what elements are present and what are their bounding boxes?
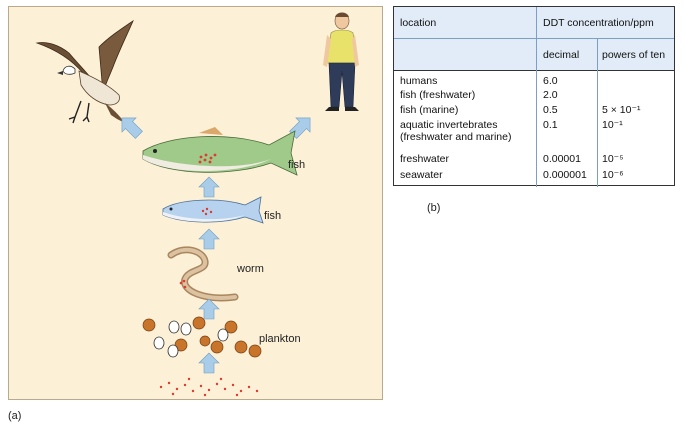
row-location: fish (marine) <box>400 104 459 116</box>
food-chain-illustration <box>35 12 359 397</box>
plankton-icon <box>142 316 262 358</box>
worm-icon <box>167 246 239 302</box>
row-location-detail: (freshwater and marine) <box>400 131 512 143</box>
arrow-up-icon <box>198 176 220 198</box>
ddt-concentration-table: location DDT concentration/ppm decimal p… <box>393 6 675 187</box>
row-decimal: 0.1 <box>543 119 558 131</box>
plankton-label: plankton <box>259 333 301 345</box>
arrow-up-icon <box>198 228 220 250</box>
row-power: 5 × 10⁻¹ <box>602 104 641 116</box>
large-fish-icon <box>142 127 298 176</box>
fish-small-label: fish <box>264 210 282 222</box>
row-decimal: 0.5 <box>543 104 558 116</box>
table-header-row <box>394 7 674 39</box>
header-decimal: decimal <box>543 49 580 61</box>
human-icon <box>323 12 359 111</box>
row-decimal: 2.0 <box>543 89 558 101</box>
column-divider <box>536 7 537 187</box>
header-concentration: DDT concentration/ppm <box>543 17 654 29</box>
row-decimal: 6.0 <box>543 75 558 87</box>
small-fish-icon <box>162 196 264 224</box>
food-chain-panel: fish fish worm plankton <box>8 6 383 400</box>
caption-b: (b) <box>427 202 441 214</box>
eagle-icon <box>35 19 134 124</box>
row-location: humans <box>400 75 438 87</box>
worm-label: worm <box>237 263 264 275</box>
row-location: seawater <box>400 169 443 181</box>
arrow-up-icon <box>198 352 220 374</box>
table-subheader-row <box>394 39 674 71</box>
fish-large-label: fish <box>288 159 306 171</box>
header-location: location <box>400 17 437 29</box>
caption-a: (a) <box>8 410 22 422</box>
header-powers-of-ten: powers of ten <box>602 49 666 61</box>
row-location: aquatic invertebrates <box>400 119 498 131</box>
row-power: 10⁻¹ <box>602 119 623 131</box>
arrow-up-left-icon <box>121 117 143 139</box>
ddt-dots-icon <box>159 377 259 397</box>
row-location: freshwater <box>400 153 450 165</box>
row-decimal: 0.000001 <box>543 169 587 181</box>
row-decimal: 0.00001 <box>543 153 581 165</box>
arrow-up-icon <box>198 298 220 320</box>
column-divider <box>597 39 598 187</box>
row-power: 10⁻⁶ <box>602 169 624 181</box>
row-power: 10⁻⁵ <box>602 153 624 165</box>
row-location: fish (freshwater) <box>400 89 476 101</box>
